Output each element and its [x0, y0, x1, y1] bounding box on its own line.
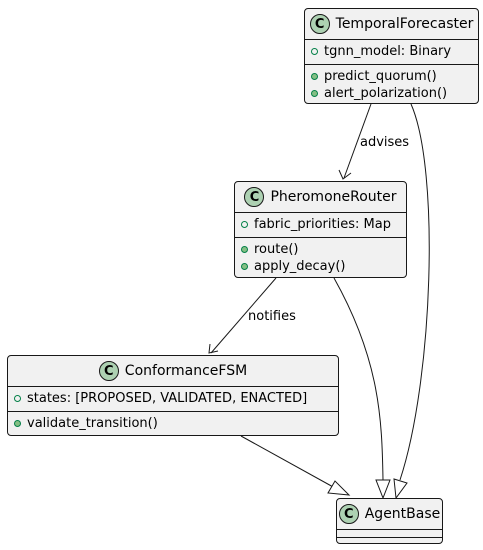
class-header: C ConformanceFSM [8, 356, 338, 387]
method-text: alert_polarization() [324, 86, 448, 101]
router-inheritance-arrowhead [375, 479, 391, 500]
class-header: C AgentBase [337, 499, 442, 530]
public-method-icon [241, 246, 248, 253]
class-c-icon: C [244, 187, 265, 207]
notifies-association-line [210, 277, 277, 354]
class-name: TemporalForecaster [335, 16, 474, 32]
class-name: AgentBase [364, 506, 441, 522]
class-agent-base[interactable]: C AgentBase [336, 498, 443, 544]
method-row: predict_quorum() [305, 68, 478, 85]
fields-section [337, 530, 442, 538]
public-method-icon [14, 420, 21, 427]
class-c-icon: C [338, 504, 359, 524]
fields-section: states: [PROPOSED, VALIDATED, ENACTED] [8, 387, 338, 412]
class-c-icon: C [98, 361, 119, 381]
public-field-icon [311, 48, 318, 55]
public-method-icon [311, 90, 318, 97]
fields-section: tgnn_model: Binary [305, 40, 478, 65]
field-row: tgnn_model: Binary [305, 43, 478, 60]
methods-section: validate_transition() [8, 412, 338, 436]
method-text: predict_quorum() [324, 69, 437, 84]
fsm-inheritance-arrowhead [327, 480, 351, 496]
class-pheromone-router[interactable]: C PheromoneRouter fabric_priorities: Map… [234, 181, 407, 278]
field-row: fabric_priorities: Map [235, 216, 406, 233]
advises-arrowhead [338, 169, 352, 180]
public-field-icon [241, 221, 248, 228]
field-text: tgnn_model: Binary [324, 44, 452, 59]
router-inheritance-line [333, 277, 384, 481]
notifies-arrowhead [208, 343, 219, 354]
public-field-icon [14, 395, 21, 402]
class-name: PheromoneRouter [270, 189, 397, 205]
method-text: validate_transition() [27, 416, 158, 431]
field-row: states: [PROPOSED, VALIDATED, ENACTED] [8, 390, 338, 407]
public-method-icon [241, 263, 248, 270]
fsm-inheritance-line [240, 435, 336, 489]
fields-section: fabric_priorities: Map [235, 213, 406, 238]
method-row: alert_polarization() [305, 85, 478, 102]
forecaster-inheritance-line [399, 103, 430, 481]
notifies-label: notifies [248, 309, 296, 324]
method-text: apply_decay() [254, 259, 346, 274]
method-text: route() [254, 242, 299, 257]
class-header: C TemporalForecaster [305, 9, 478, 40]
methods-section [337, 538, 442, 545]
advises-association-line [343, 103, 372, 179]
class-c-icon: C [309, 14, 330, 34]
method-row: route() [235, 241, 406, 258]
class-conformance-fsm[interactable]: C ConformanceFSM states: [PROPOSED, VALI… [7, 355, 339, 436]
public-method-icon [311, 73, 318, 80]
methods-section: predict_quorum() alert_polarization() [305, 65, 478, 106]
method-row: validate_transition() [8, 415, 338, 432]
class-temporal-forecaster[interactable]: C TemporalForecaster tgnn_model: Binary … [304, 8, 479, 104]
methods-section: route() apply_decay() [235, 238, 406, 279]
forecaster-inheritance-arrowhead [393, 478, 408, 500]
class-name: ConformanceFSM [124, 363, 248, 379]
field-text: fabric_priorities: Map [254, 217, 391, 232]
advises-label: advises [360, 135, 410, 150]
field-text: states: [PROPOSED, VALIDATED, ENACTED] [27, 391, 308, 406]
class-header: C PheromoneRouter [235, 182, 406, 213]
method-row: apply_decay() [235, 258, 406, 275]
